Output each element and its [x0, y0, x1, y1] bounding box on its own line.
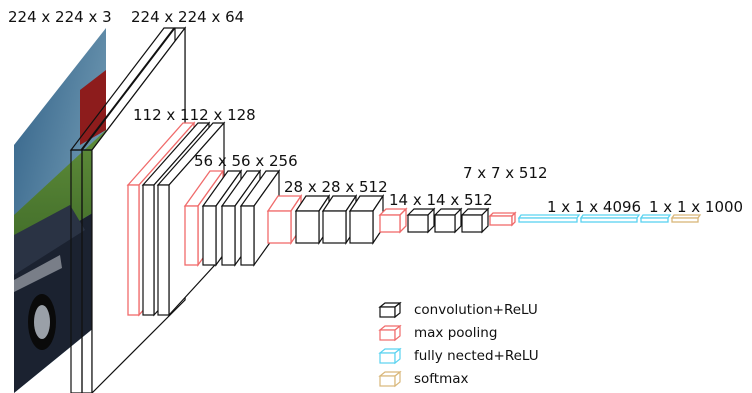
legend-softmax-label: softmax — [414, 371, 469, 387]
conv4-dim-label: 28 x 28 x 512 — [284, 178, 388, 196]
softmax-block — [670, 214, 702, 223]
input-image — [14, 28, 106, 393]
legend-softmax-swatch — [378, 370, 402, 388]
conv3-block — [201, 169, 281, 267]
legend-pool-swatch — [378, 324, 402, 342]
pool5-block — [488, 211, 517, 227]
conv4-block — [294, 194, 385, 245]
conv1-dim-label: 224 x 224 x 64 — [131, 8, 245, 26]
fc-dim-label: 1 x 1 x 4096 — [547, 198, 642, 216]
legend-fc-label: fully nected+ReLU — [414, 348, 539, 364]
fc8-block — [639, 214, 672, 223]
fc6-block — [517, 214, 581, 223]
input-dim-label: 224 x 224 x 3 — [8, 8, 112, 26]
conv5-dim-label: 14 x 14 x 512 — [389, 191, 493, 209]
fc7-block — [579, 214, 641, 223]
legend-conv-label: convolution+ReLU — [414, 302, 538, 318]
legend-pool-label: max pooling — [414, 325, 498, 341]
fc-layers — [517, 214, 672, 223]
softmax-dim-label: 1 x 1 x 1000 — [649, 198, 744, 216]
pool4-block — [378, 207, 408, 234]
conv3-dim-label: 56 x 56 x 256 — [194, 152, 298, 170]
legend-conv-swatch — [378, 301, 402, 319]
pool5-dim-label: 7 x 7 x 512 — [463, 164, 548, 182]
conv5-block — [406, 207, 490, 234]
conv2-dim-label: 112 x 112 x 128 — [133, 106, 256, 124]
legend-fc-swatch — [378, 347, 402, 365]
